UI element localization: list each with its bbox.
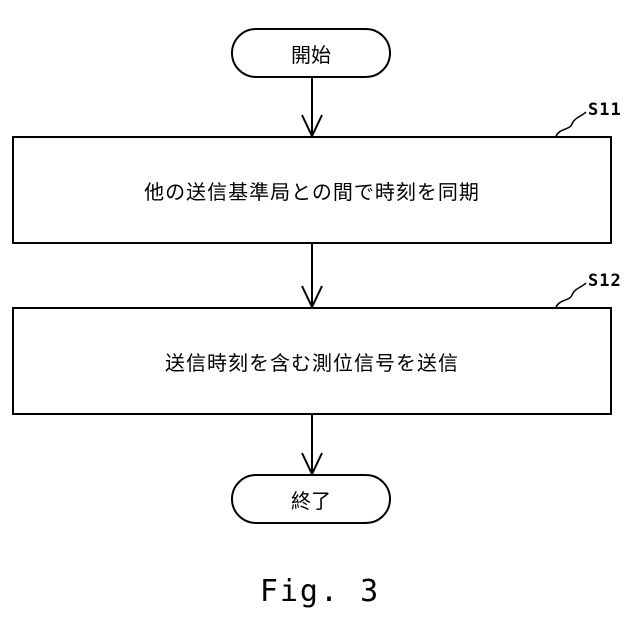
step-s11-leader [556, 112, 586, 136]
step-s11-id: S11 [588, 100, 622, 120]
step-s12-text: 送信時刻を含む測位信号を送信 [165, 347, 459, 376]
arrow-s11-to-s12 [302, 244, 322, 307]
end-terminal-label: 終了 [291, 485, 331, 514]
arrow-start-to-s11 [302, 78, 322, 136]
step-s12-id: S12 [588, 271, 622, 291]
start-terminal: 開始 [231, 28, 391, 78]
end-terminal: 終了 [231, 474, 391, 524]
step-s12-leader [556, 283, 586, 307]
figure-caption: Fig. 3 [0, 574, 640, 609]
step-s11-text: 他の送信基準局との間で時刻を同期 [144, 176, 480, 205]
start-terminal-label: 開始 [291, 39, 331, 68]
step-s11-box: 他の送信基準局との間で時刻を同期 [12, 136, 612, 244]
arrow-s12-to-end [302, 415, 322, 474]
step-s12-box: 送信時刻を含む測位信号を送信 [12, 307, 612, 415]
